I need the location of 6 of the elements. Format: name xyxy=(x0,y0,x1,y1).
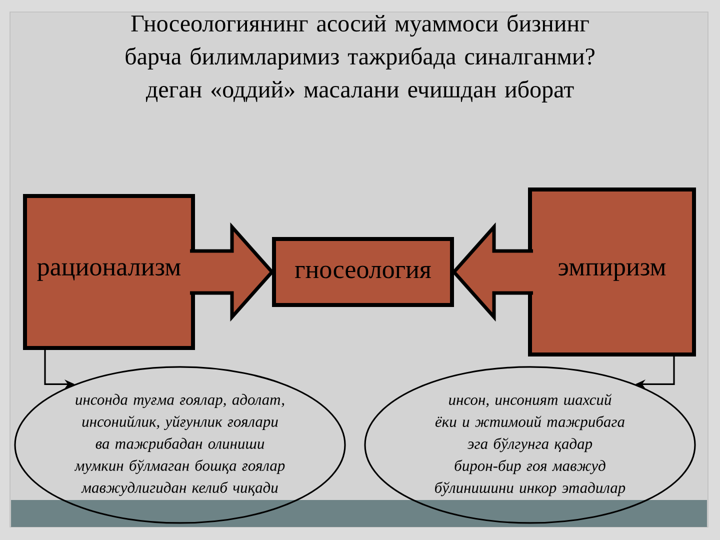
block-arrow xyxy=(188,222,274,322)
concept-box: гносеология xyxy=(272,237,454,307)
concept-box: рационализм xyxy=(23,194,195,350)
concept-box: эмпиризм xyxy=(528,188,696,356)
block-arrow xyxy=(452,222,535,322)
title: Гносеологиянинг асосий муаммоси бизнинг барча билимларимиз тажрибада синалганми? деган «оддий» масалани ечишдан иборат xyxy=(126,14,594,102)
